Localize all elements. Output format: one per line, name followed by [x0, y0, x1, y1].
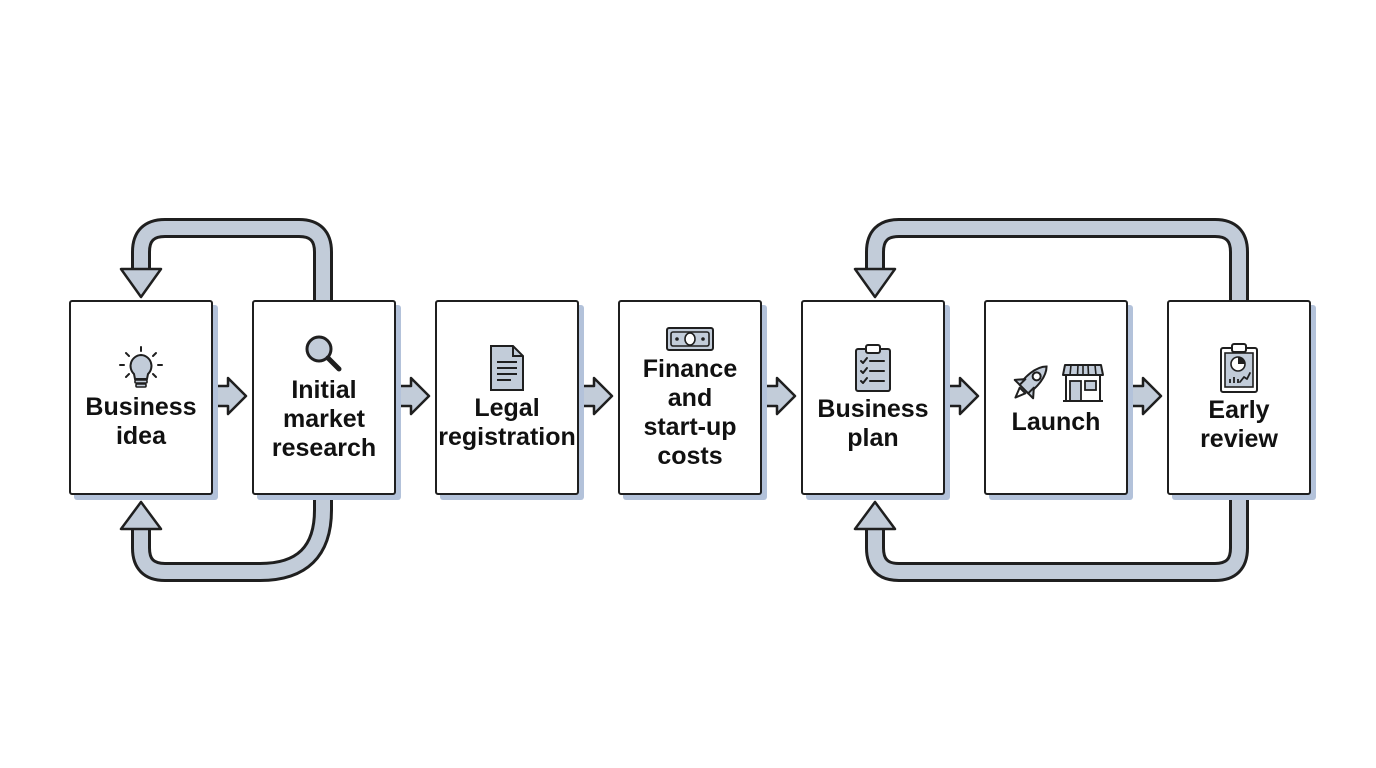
step-label: Early review	[1200, 395, 1278, 453]
loop-arrow-bottom-right	[853, 497, 1249, 582]
clipboard-chart-icon	[1220, 342, 1258, 393]
step-label: Initial market research	[271, 376, 377, 462]
forward-arrow-5	[944, 376, 980, 416]
step-finance-startup-costs: Finance and start-up costs	[618, 300, 762, 495]
step-label: Launch	[1011, 408, 1101, 436]
loop-arrow-bottom-left	[119, 497, 333, 582]
step-business-idea: Business idea	[69, 300, 213, 495]
storefront-icon	[1062, 364, 1104, 402]
forward-arrow-1	[212, 376, 248, 416]
step-label: Legal registration	[438, 393, 576, 451]
rocket-icon	[1013, 365, 1048, 400]
lightbulb-icon	[119, 345, 163, 388]
clipboard-checklist-icon	[855, 343, 891, 392]
loop-arrow-top-left	[119, 218, 333, 300]
banknote-icon	[666, 326, 714, 351]
step-label: Business plan	[817, 394, 929, 452]
step-launch: Launch	[984, 300, 1128, 495]
document-icon	[490, 344, 524, 391]
step-initial-market-research: Initial market research	[252, 300, 396, 495]
magnifying-glass-icon	[305, 335, 342, 372]
step-label: Finance and start-up costs	[642, 354, 738, 470]
forward-arrow-3	[578, 376, 614, 416]
forward-arrow-2	[395, 376, 431, 416]
step-legal-registration: Legal registration	[435, 300, 579, 495]
step-business-plan: Business plan	[801, 300, 945, 495]
step-early-review: Early review	[1167, 300, 1311, 495]
loop-arrow-top-right	[853, 218, 1249, 300]
forward-arrow-6	[1127, 376, 1163, 416]
step-label: Business idea	[85, 392, 197, 450]
forward-arrow-4	[761, 376, 797, 416]
